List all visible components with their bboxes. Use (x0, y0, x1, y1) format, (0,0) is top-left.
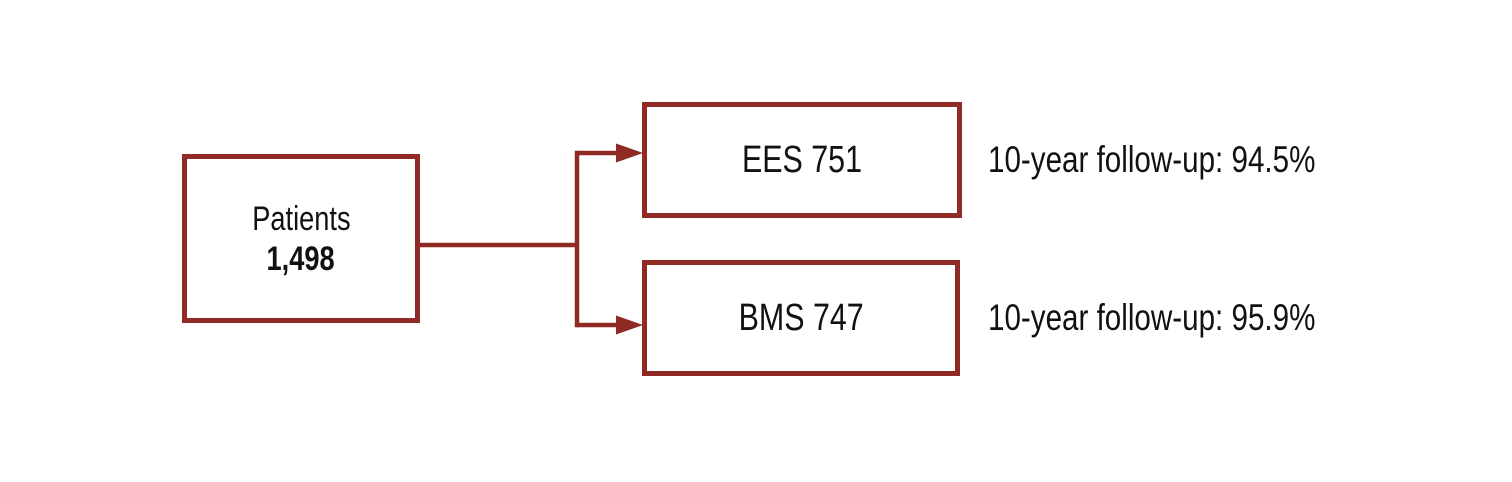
patients-label: Patients (251, 199, 351, 238)
node-patients: Patients 1,498 (182, 154, 420, 323)
bms-label: BMS 747 (738, 296, 864, 339)
ees-label: EES 751 (742, 138, 862, 181)
patients-count: 1,498 (266, 239, 336, 278)
patients-count-row: 1,498 (258, 239, 343, 279)
bms-arrowhead-icon (616, 315, 643, 335)
ees-arrowhead-icon (616, 143, 643, 163)
patients-label-row: Patients (240, 199, 363, 239)
node-bms: BMS 747 (642, 260, 960, 376)
bms-followup-note: 10-year follow-up: 95.9% (988, 297, 1316, 338)
ees-followup-note: 10-year follow-up: 94.5% (988, 139, 1316, 180)
node-ees: EES 751 (642, 102, 962, 218)
